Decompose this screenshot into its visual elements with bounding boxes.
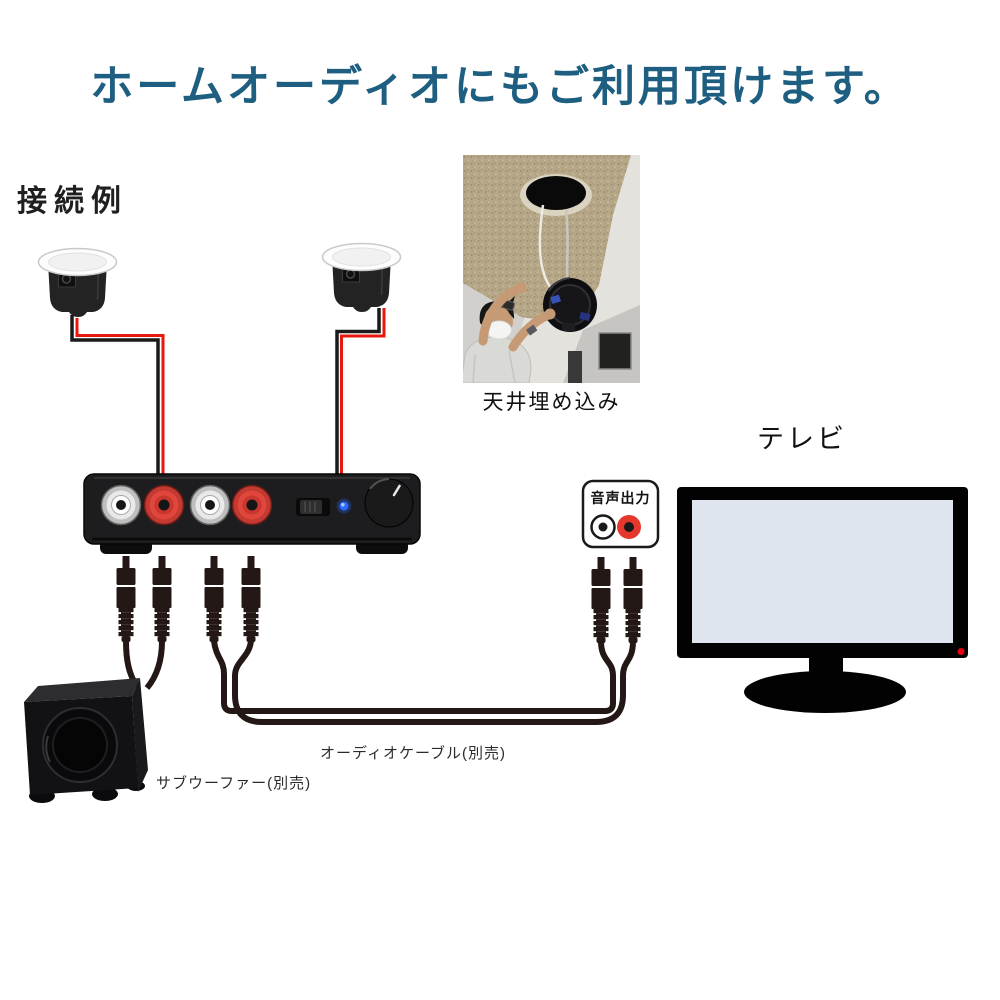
sub-plug-left (116, 556, 136, 642)
speaker-wire-left (70, 315, 165, 476)
photo-ceiling-hole (526, 176, 586, 210)
ceiling-speaker-right (321, 242, 402, 313)
audio-plug-right (241, 556, 261, 642)
tv-plug-left (591, 557, 611, 643)
connection-example-label: 接続例 (17, 185, 128, 218)
tv-audio-output-box (581, 479, 660, 549)
photo-speaker-unit (543, 277, 597, 332)
photo-wall-shelf (568, 351, 582, 383)
tv-plug-right (623, 557, 643, 643)
amplifier (83, 473, 421, 554)
tv-stand-base (744, 671, 906, 713)
amp-volume-knob (364, 478, 414, 528)
rca-jack-white-2 (189, 484, 231, 526)
subwoofer-side (132, 678, 148, 792)
speaker-wire-right (335, 308, 386, 476)
photo-installer-person (463, 282, 556, 383)
subwoofer (24, 678, 148, 803)
ceiling-speaker-left (37, 247, 118, 318)
subwoofer-port (52, 717, 108, 773)
rca-jack-red-2 (231, 484, 273, 526)
audio-cable (211, 640, 636, 725)
amp-power-led (336, 498, 352, 514)
ceiling-install-photo-art (463, 155, 640, 383)
television (677, 487, 968, 713)
tv-screen (692, 500, 953, 643)
sub-plug-right (152, 556, 172, 642)
ceiling-mount-caption: 天井埋め込み (482, 391, 621, 414)
amp-input-switch (296, 498, 330, 516)
audio-cable-label: オーディオケーブル(別売) (320, 745, 507, 762)
photo-wall-frame (598, 332, 632, 370)
audio-plug-left (204, 556, 224, 642)
rca-jack-red-1 (143, 484, 185, 526)
subwoofer-label: サブウーファー(別売) (156, 775, 312, 792)
ceiling-install-photo (463, 155, 640, 383)
subwoofer-top (24, 678, 140, 702)
tv-label: テレビ (757, 424, 847, 454)
audio-output-label: 音声出力 (590, 490, 651, 506)
tv-power-indicator (957, 648, 965, 655)
page-title: ホームオーディオにもご利用頂けます。 (90, 63, 910, 111)
rca-jack-white-1 (100, 484, 142, 526)
